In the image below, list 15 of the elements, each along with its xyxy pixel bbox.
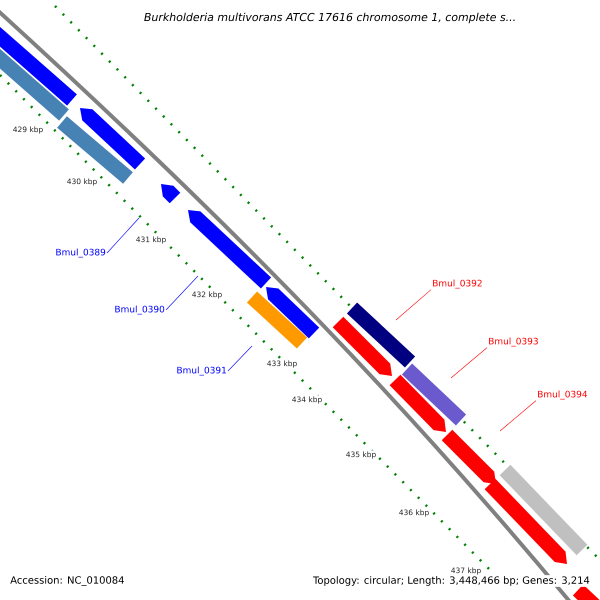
leader-line [500,400,536,432]
gene-label: Bmul_0390 [115,306,164,314]
gene-label: Bmul_0389 [56,248,106,258]
leader-line [450,347,488,378]
leader-line [396,289,432,320]
title: Burkholderia multivorans ATCC 17616 chromosome 1, complete s... [144,12,515,24]
gene-label: Bmul_0391 [177,366,226,376]
leader-line [166,276,198,310]
leader-line [106,218,140,254]
gene-label: Bmul_0393 [489,338,538,346]
footer-text: Topology: circular; Length: 3,448,466 bp; Genes: 3,214 [312,575,591,587]
gene-label: Bmul_0394 [538,390,588,400]
footer-text: Accession: NC_010084 [10,576,124,586]
leader-line [228,346,252,372]
gene-label: Bmul_0392 [433,280,482,288]
